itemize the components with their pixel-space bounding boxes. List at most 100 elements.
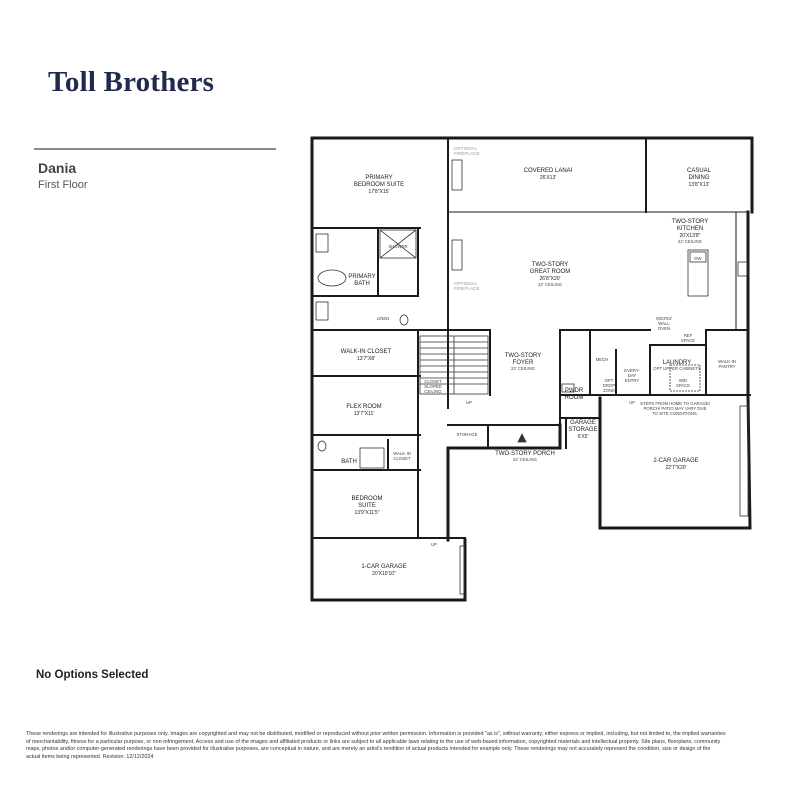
fireplace-1-label-2: FIREPLACE <box>454 151 480 156</box>
wd-space <box>669 364 701 392</box>
bed-closet-label-1: WALK-IN <box>393 451 411 456</box>
fireplace-1 <box>451 159 463 191</box>
linen-label: LINEN <box>377 316 390 321</box>
two-car-garage-label: 2-CAR GARAGE <box>653 458 698 464</box>
bed-closet-label-2: CLOSET <box>393 456 411 461</box>
one-car-garage-label: 1-CAR GARAGE <box>361 564 406 570</box>
wd-label-2: SPACE <box>676 383 690 388</box>
shower-label: SHOWER <box>388 244 407 249</box>
toilet-bed <box>317 440 327 452</box>
primary-bath-label-2: BATH <box>354 281 370 287</box>
up-label-1car: UP <box>431 542 437 547</box>
walls <box>310 136 754 602</box>
porch-label: TWO-STORY PORCH <box>495 451 555 457</box>
garage-note-3: TO SITE CONDITIONS. <box>652 411 698 416</box>
dw-label: DW <box>694 256 702 261</box>
pantry-label-2: PANTRY <box>718 364 735 369</box>
one-car-garage-dims: 20'X10'10" <box>372 571 396 577</box>
vanity <box>315 233 329 253</box>
dishwasher <box>689 251 707 263</box>
tub-bath <box>359 447 385 469</box>
vanity-2 <box>315 301 329 321</box>
laundry-opt: OPT UPPER CABINETS <box>653 366 701 371</box>
kitchen-island <box>687 249 709 297</box>
great-room-ceiling: 22' CEILING <box>538 282 563 287</box>
closet-sloped-1: CLOSET <box>424 379 442 384</box>
great-room-label-1: TWO-STORY <box>532 262 568 268</box>
bathtub <box>317 269 347 287</box>
primary-bath-label-1: PRIMARY <box>348 274 375 280</box>
porch-ceiling: 22' CEILING <box>513 457 538 462</box>
garage-storage-label-1: GARAGE <box>570 420 596 426</box>
ref-label-1: REF <box>684 333 693 338</box>
mech-label: MECH <box>596 357 609 362</box>
dining-label-1: CASUAL <box>687 168 712 174</box>
floor-name: First Floor <box>38 179 88 191</box>
great-room-label-2: GREAT ROOM <box>530 269 570 275</box>
wd-label-1: W/D <box>679 378 687 383</box>
toilet <box>399 314 409 326</box>
foyer-stairs <box>419 335 489 395</box>
bath-label: BATH <box>341 459 357 465</box>
fixtures <box>315 159 749 595</box>
foyer-label-2: FOYER <box>513 360 534 366</box>
foyer-ceiling: 22' CEILING <box>511 366 536 371</box>
room-labels: PRIMARY BEDROOM SUITE 17'8"X15' COVERED … <box>341 168 736 577</box>
walk-in-closet-label: WALK-IN CLOSET <box>341 349 392 355</box>
drop-zone-3: ZONE <box>603 388 615 393</box>
range <box>737 261 748 277</box>
ref-label-2: SPACE <box>681 338 695 343</box>
walk-in-closet-dims: 13'7"X8' <box>357 356 375 362</box>
micro-label-1: MICRO/ <box>656 316 672 321</box>
closet-sloped-2: SLOPED <box>424 384 441 389</box>
kitchen-label-1: TWO-STORY <box>672 219 708 225</box>
primary-suite-label-2: BEDROOM SUITE <box>354 182 404 188</box>
up-label-garage: UP <box>629 400 635 405</box>
model-name: Dania <box>38 160 77 176</box>
garage-1-door <box>459 545 465 595</box>
garage-note-1: STEPS FROM HOME TO GARAGE/ <box>640 401 711 406</box>
micro-label-2: WALL <box>658 321 670 326</box>
drop-zone-1: OPT <box>605 378 614 383</box>
porch-step <box>517 433 527 443</box>
kitchen-dims: 20'X13'8" <box>680 233 701 239</box>
garage-note-2: PORCH/ PATIO MAY VARY DUE <box>644 406 707 411</box>
pwdr-label-1: PWDR <box>565 388 584 394</box>
two-car-garage-dims: 22'7"X20' <box>666 465 687 471</box>
foyer-label-1: TWO-STORY <box>505 353 541 359</box>
entry-label-3: ENTRY <box>625 378 640 383</box>
entry-label-2: DAY <box>628 373 637 378</box>
fireplace-1-label-1: OPTIONAL <box>454 146 478 151</box>
toll-brothers-logo: Toll Brothers <box>48 66 215 98</box>
primary-suite-label-1: PRIMARY <box>365 175 392 181</box>
bedroom-dims: 13'9"X11'5" <box>354 510 379 516</box>
divider <box>34 148 276 150</box>
drop-zone-2: DROP <box>603 383 616 388</box>
primary-suite-dims: 17'8"X15' <box>369 189 390 195</box>
laundry-label: LAUNDRY <box>663 360 692 366</box>
pwdr-label-2: ROOM <box>565 395 584 401</box>
fireplace-2 <box>451 239 463 271</box>
options-note: No Options Selected <box>36 669 149 681</box>
shower-stall <box>379 229 417 259</box>
kitchen-label-2: KITCHEN <box>677 226 703 232</box>
micro-label-3: OVEN <box>658 326 670 331</box>
entry-label-1: EVERY- <box>624 368 640 373</box>
flex-room-dims: 13'7"X11' <box>354 411 375 417</box>
up-label-foyer: UP <box>466 400 472 405</box>
lanai-dims: 26'X13' <box>540 175 556 181</box>
pwdr-vanity <box>561 383 575 393</box>
fireplace-2-label-1: OPTIONAL <box>454 281 478 286</box>
lanai-label: COVERED LANAI <box>524 168 573 174</box>
flex-room-label: FLEX ROOM <box>346 404 381 410</box>
kitchen-ceiling: 22' CEILING <box>678 239 703 244</box>
garage-door <box>739 405 749 517</box>
closet-sloped-3: CEILING <box>424 389 442 394</box>
garage-storage-label-2: STORAGE <box>568 427 597 433</box>
garage-storage-dims: 6'X5' <box>578 434 589 440</box>
dining-label-2: DINING <box>689 175 710 181</box>
fireplace-2-label-2: FIREPLACE <box>454 286 480 291</box>
bedroom-label-2: SUITE <box>358 503 376 509</box>
pantry-label-1: WALK-IN <box>718 359 736 364</box>
